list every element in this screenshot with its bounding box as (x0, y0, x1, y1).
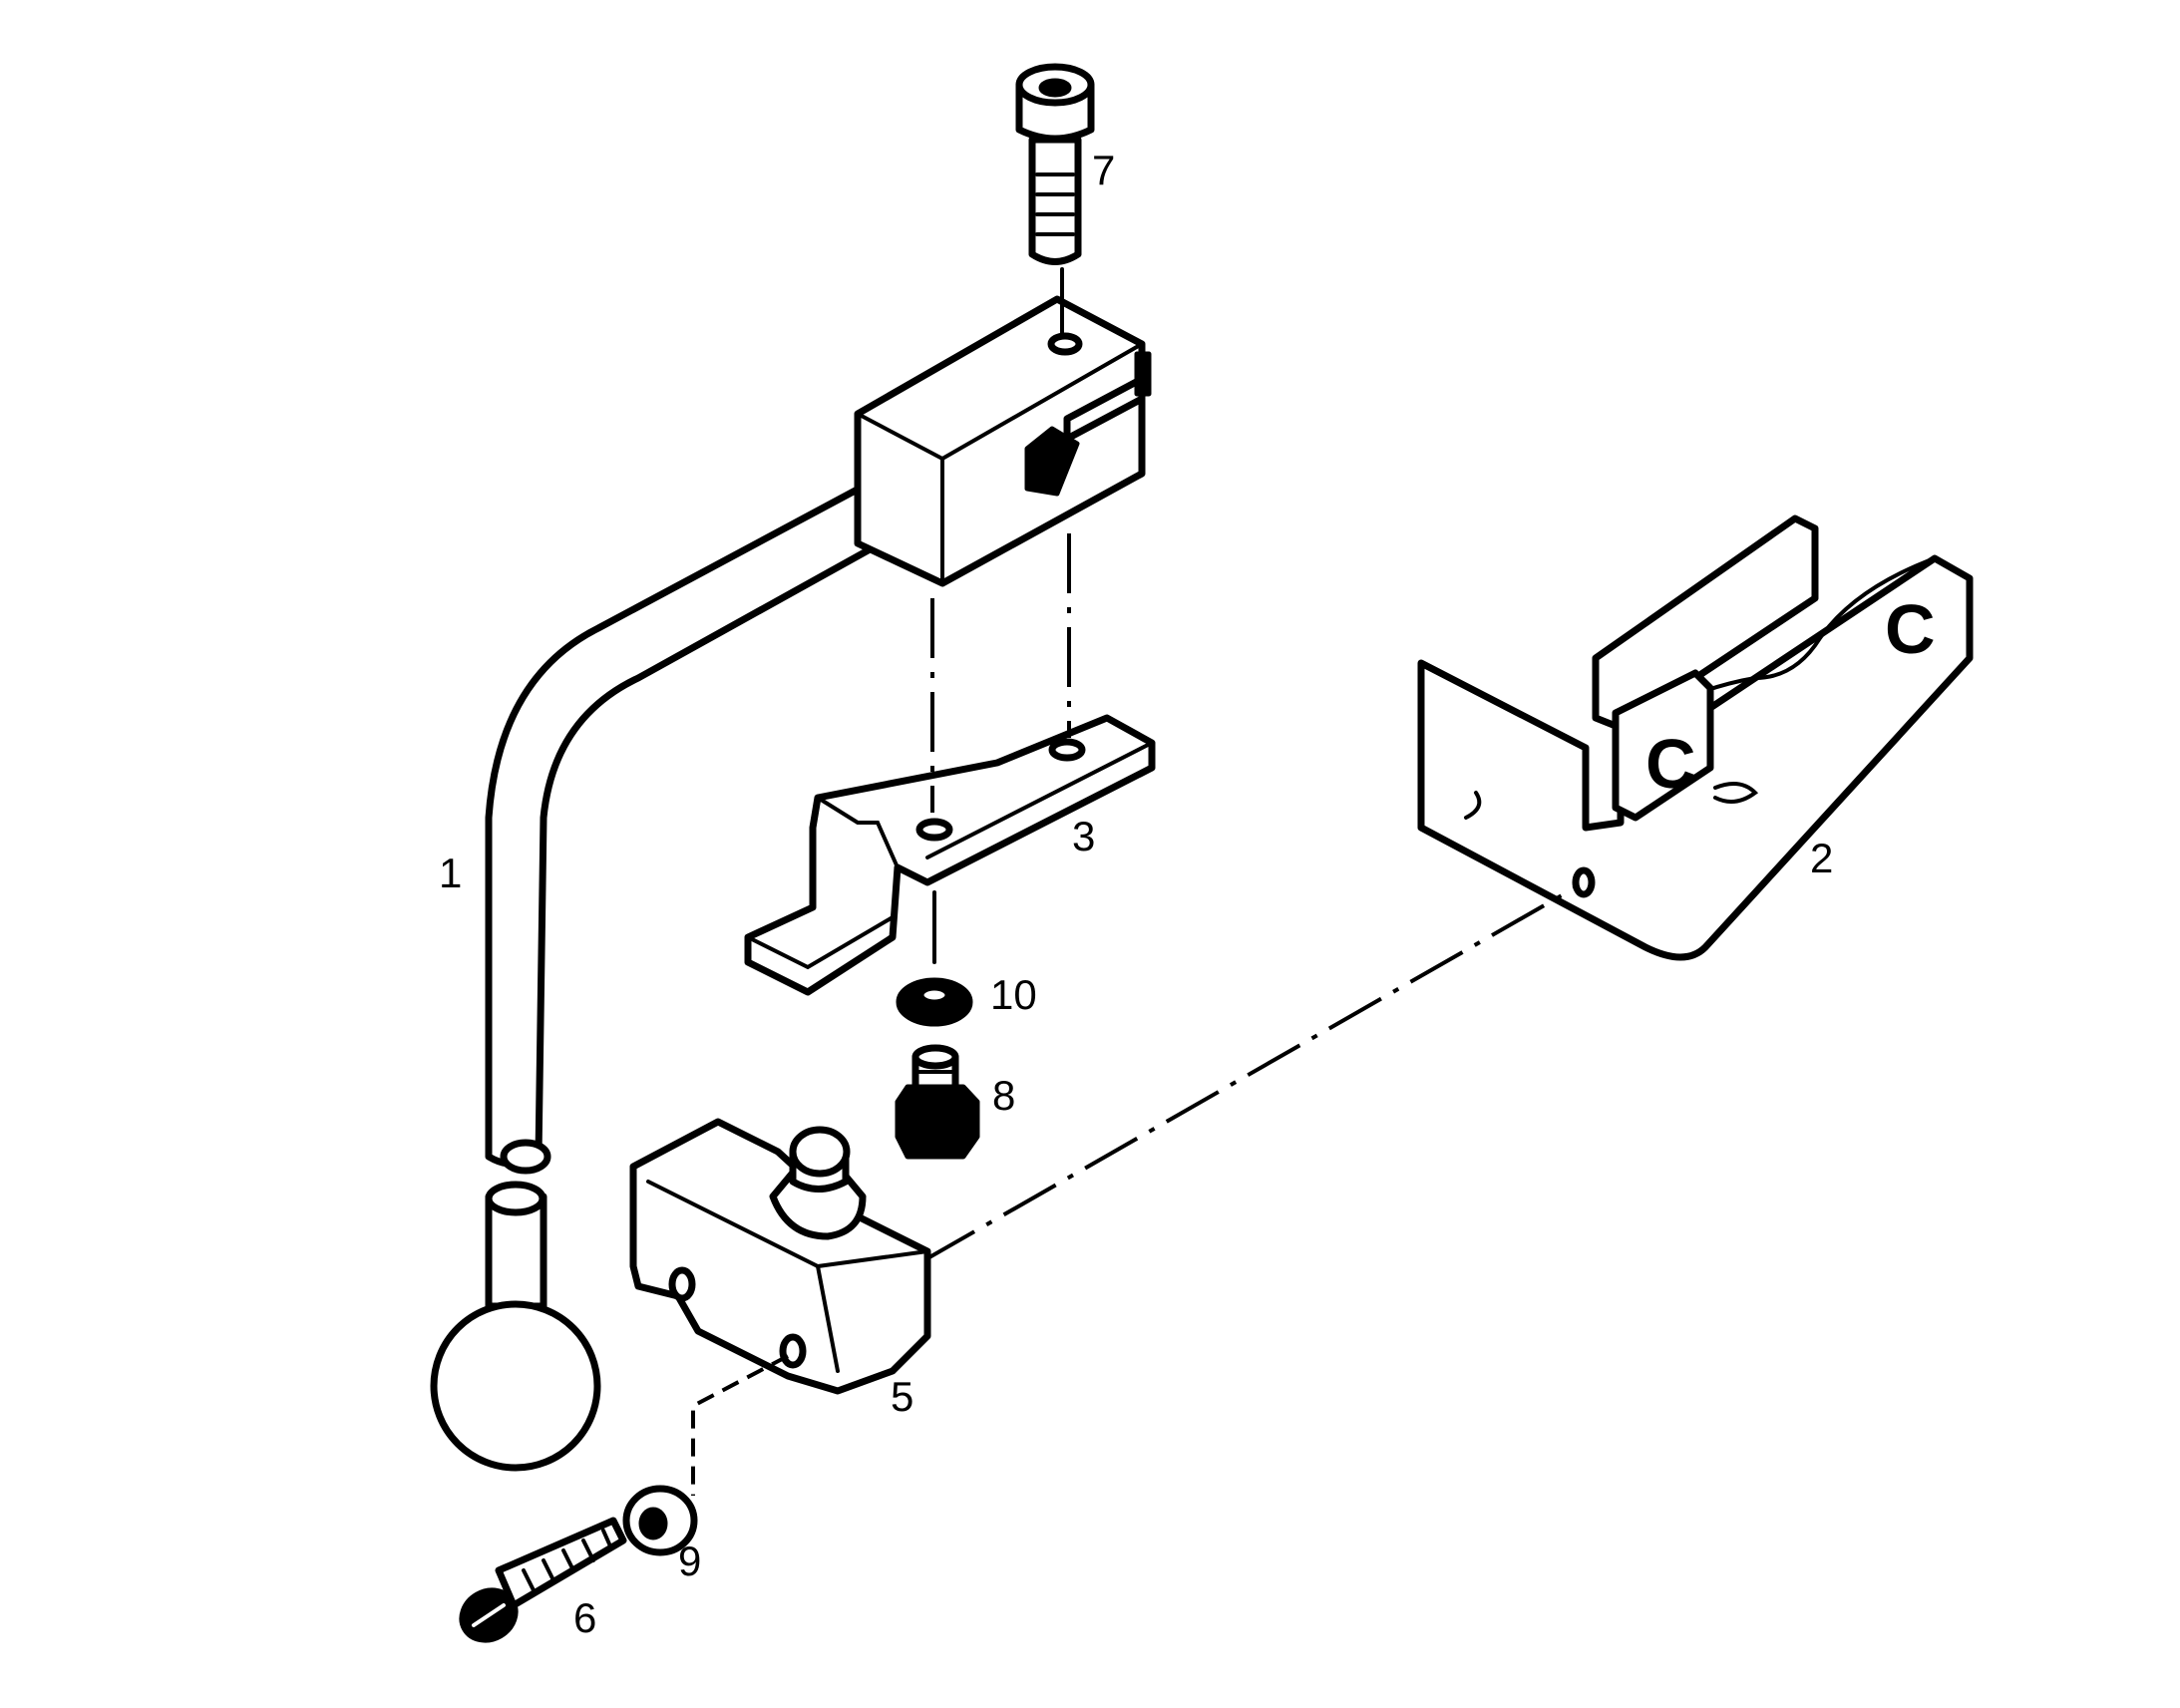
bracket-mark-right: C (1885, 590, 1936, 668)
lever-clamp-block (854, 295, 1152, 587)
callout-2: 2 (1810, 835, 1833, 881)
part-6-slotted-screw (459, 1517, 627, 1643)
callout-1: 1 (439, 850, 462, 896)
part-9-washer (622, 1485, 698, 1556)
callout-6: 6 (573, 1594, 596, 1641)
part-1-knob (430, 1181, 601, 1472)
part-7-cap-screw (1015, 63, 1095, 265)
part-10-washer (896, 977, 973, 1027)
callout-10: 10 (990, 971, 1037, 1018)
bracket-mark-left: C (1645, 725, 1696, 803)
part-8-hex-bolt (895, 1044, 980, 1160)
callout-5: 5 (891, 1373, 913, 1420)
part-2-switch-bracket: C C (1417, 514, 1974, 961)
callout-7: 7 (1092, 147, 1115, 193)
part-5-micro-switch (629, 1118, 931, 1395)
callout-3: 3 (1072, 813, 1095, 859)
part-3-bracket (744, 714, 1156, 996)
callout-8: 8 (992, 1072, 1015, 1119)
callout-9: 9 (678, 1537, 701, 1584)
